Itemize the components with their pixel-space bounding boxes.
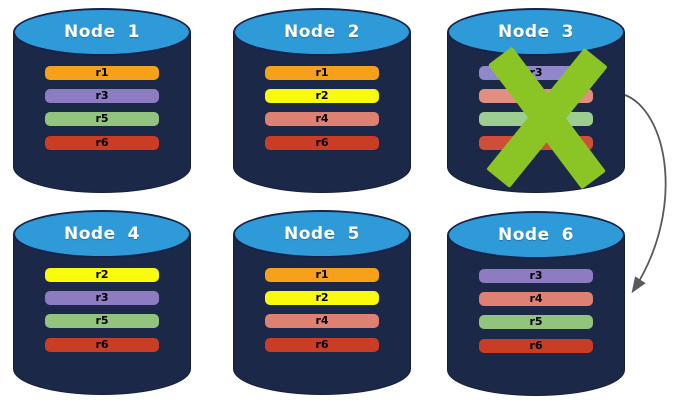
node-2-cylinder: Node 2 r1 r2 r4 r6 [233, 8, 411, 193]
node-title-text: Node [64, 224, 116, 244]
replica-label: r5 [529, 315, 543, 328]
replica-label: r2 [315, 291, 329, 304]
replica-label: r2 [95, 268, 109, 281]
node-title: Node 2 [284, 22, 360, 42]
node-4-cylinder: Node 4 r2 r3 r5 r6 [13, 210, 191, 395]
replica-label: r6 [529, 339, 543, 352]
cylinder-body [233, 234, 411, 395]
replica-bar: r3 [479, 269, 593, 283]
node-title-number: 3 [561, 22, 574, 42]
failure-x-icon [486, 46, 608, 190]
replica-label: r1 [315, 268, 329, 281]
replica-bar: r3 [45, 89, 159, 103]
node-5-cylinder: Node 5 r1 r2 r4 r6 [233, 210, 411, 395]
replica-bar: r6 [45, 136, 159, 150]
node-title-number: 2 [347, 22, 360, 42]
node-title-text: Node [498, 22, 550, 42]
replica-bar: r2 [45, 268, 159, 282]
replica-bar: r1 [265, 268, 379, 282]
replica-bar: r4 [265, 112, 379, 126]
node-title-text: Node [284, 22, 336, 42]
replica-bar: r5 [45, 112, 159, 126]
replica-label: r3 [529, 269, 543, 282]
replica-label: r3 [95, 89, 109, 102]
replica-label: r6 [315, 136, 329, 149]
node-title: Node 3 [498, 22, 574, 42]
node-title-number: 5 [347, 224, 360, 244]
replica-label: r3 [95, 291, 109, 304]
replica-bar: r6 [45, 338, 159, 352]
replica-label: r4 [315, 112, 329, 125]
replica-bar: r4 [479, 292, 593, 306]
node-title-number: 4 [127, 224, 140, 244]
replica-label: r6 [95, 136, 109, 149]
replica-bar: r1 [265, 66, 379, 80]
node-6-cylinder: Node 6 r3 r4 r5 r6 [447, 211, 625, 396]
node-title-number: 6 [561, 225, 574, 245]
arrow-curve [624, 94, 667, 294]
replica-bar: r5 [479, 315, 593, 329]
replica-bar: r2 [265, 89, 379, 103]
node-title: Node 5 [284, 224, 360, 244]
replica-label: r6 [95, 338, 109, 351]
replica-bar: r3 [45, 291, 159, 305]
replica-label: r4 [315, 314, 329, 327]
node-1-cylinder: Node 1 r1 r3 r5 r6 [13, 8, 191, 193]
node-title-text: Node [64, 22, 116, 42]
replica-label: r5 [95, 314, 109, 327]
replica-label: r2 [315, 89, 329, 102]
node-title-text: Node [284, 224, 336, 244]
replica-bar: r4 [265, 314, 379, 328]
node-title-text: Node [498, 225, 550, 245]
cylinder-top: Node 5 [233, 210, 411, 258]
replica-bar: r2 [265, 291, 379, 305]
cylinder-top: Node 4 [13, 210, 191, 258]
replica-label: r6 [315, 338, 329, 351]
replica-bar: r5 [45, 314, 159, 328]
cylinder-top: Node 1 [13, 8, 191, 56]
cylinder-body [13, 234, 191, 395]
node-title: Node 6 [498, 225, 574, 245]
replica-bar: r6 [479, 339, 593, 353]
replica-label: r1 [315, 66, 329, 79]
cylinder-top: Node 2 [233, 8, 411, 56]
replica-bar: r6 [265, 136, 379, 150]
replica-label: r4 [529, 292, 543, 305]
replica-label: r5 [95, 112, 109, 125]
cylinder-top: Node 6 [447, 211, 625, 259]
replica-bar: r1 [45, 66, 159, 80]
node-title-number: 1 [127, 22, 140, 42]
cylinder-top: Node 3 [447, 8, 625, 56]
node-3-cylinder: Node 3 r3 r4 r5 r6 [447, 8, 625, 193]
node-title: Node 1 [64, 22, 140, 42]
node-title: Node 4 [64, 224, 140, 244]
replica-label: r1 [95, 66, 109, 79]
replica-bar: r6 [265, 338, 379, 352]
